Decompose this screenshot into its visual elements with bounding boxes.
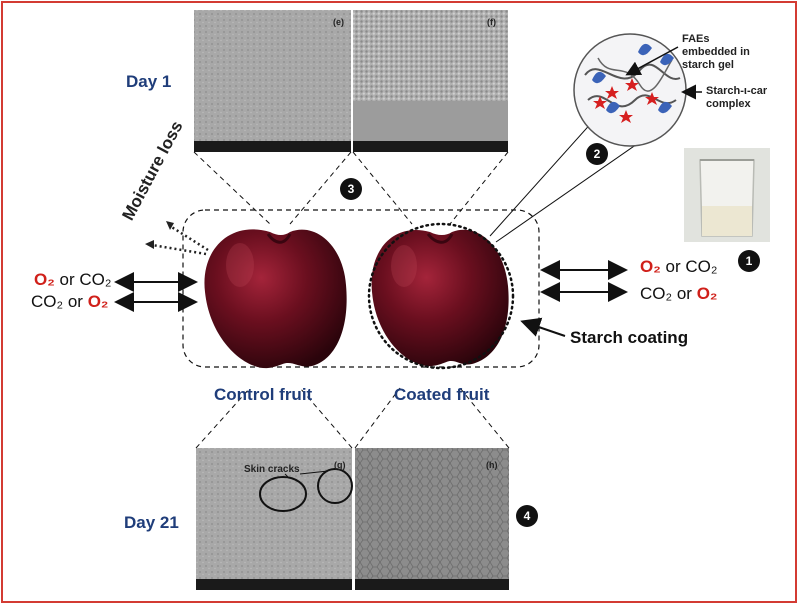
step-1-badge: 1 xyxy=(738,250,760,272)
starch-coating-outline xyxy=(367,222,515,370)
connector-line xyxy=(195,387,251,449)
complex-line: complex xyxy=(706,98,751,110)
step-4-badge: 4 xyxy=(516,505,538,527)
co2-text: CO₂ xyxy=(79,270,112,289)
starch-coating-arrow xyxy=(520,317,566,337)
step-3-badge: 3 xyxy=(340,178,362,200)
faes-line: starch gel xyxy=(682,59,734,71)
connector-line xyxy=(289,151,352,225)
o2-text: O₂ xyxy=(34,270,55,289)
sem-image-h xyxy=(355,448,509,590)
or-text: or xyxy=(665,257,681,276)
skin-crack-pointer xyxy=(299,470,329,475)
starch-coating-label: Starch coating xyxy=(570,328,689,347)
starch-complex-label: Starch-ι-car complex xyxy=(706,85,767,111)
faes-label: FAEs embedded in starch gel xyxy=(682,33,750,72)
skin-crack-circle xyxy=(259,476,307,512)
o2-text: O₂ xyxy=(640,257,661,276)
control-cherry-illustration xyxy=(204,229,347,369)
sem-image-e xyxy=(194,10,351,152)
moisture-arrow xyxy=(169,224,209,252)
sem-scale-bar-e xyxy=(194,141,351,152)
sem-lower-band-f xyxy=(353,101,508,141)
or-text: or xyxy=(67,292,83,311)
faes-line: embedded in xyxy=(682,46,750,58)
co2-text: CO₂ xyxy=(31,292,64,311)
step-2-badge: 2 xyxy=(586,143,608,165)
magnify-line xyxy=(489,119,595,237)
or-text: or xyxy=(676,284,692,303)
fruits-dashed-box xyxy=(182,209,540,368)
connector-line xyxy=(354,387,401,449)
panel-tag-h: (h) xyxy=(486,460,498,470)
panel-tag-f: (f) xyxy=(487,17,496,27)
connector-line xyxy=(459,387,510,449)
connector-line xyxy=(352,151,413,225)
faes-line: FAEs xyxy=(682,33,710,45)
or-text: or xyxy=(59,270,75,289)
skin-crack-pointer xyxy=(284,473,290,479)
gas-label-left-2: CO₂ or O₂ xyxy=(31,292,108,312)
moisture-arrow xyxy=(151,243,207,256)
moisture-arrow-head xyxy=(145,240,154,249)
magnify-line xyxy=(495,141,641,243)
day1-label: Day 1 xyxy=(126,72,172,91)
moisture-arrow-head xyxy=(166,221,174,230)
connector-line xyxy=(449,151,509,225)
connector-line xyxy=(193,151,271,225)
o2-text: O₂ xyxy=(87,292,109,311)
coated-cherry-illustration xyxy=(371,229,509,367)
control-fruit-label: Control fruit xyxy=(214,385,313,404)
sem-scale-bar-h xyxy=(355,579,509,590)
coated-fruit-label: Coated fruit xyxy=(394,385,490,404)
skin-crack-circle xyxy=(317,468,353,504)
faes-pointer-arrow xyxy=(625,46,679,76)
magnified-gel-circle xyxy=(573,33,687,147)
beaker-photo xyxy=(684,148,770,242)
sem-scale-bar-f xyxy=(353,141,508,152)
skin-cracks-label: Skin cracks xyxy=(244,464,300,475)
complex-line: Starch-ι-car xyxy=(706,85,768,97)
panel-tag-e: (e) xyxy=(333,17,344,27)
co2-text: CO₂ xyxy=(640,284,673,303)
gas-label-right-2: CO₂ or O₂ xyxy=(640,284,717,304)
gas-label-right-1: O₂ or CO₂ xyxy=(640,257,717,277)
co2-text: CO₂ xyxy=(685,257,718,276)
connector-line xyxy=(299,387,353,449)
gas-label-left-1: O₂ or CO₂ xyxy=(34,270,111,290)
o2-text: O₂ xyxy=(696,284,718,303)
panel-tag-g: (g) xyxy=(334,460,346,470)
sem-scale-bar-g xyxy=(196,579,352,590)
day21-label: Day 21 xyxy=(124,513,179,532)
